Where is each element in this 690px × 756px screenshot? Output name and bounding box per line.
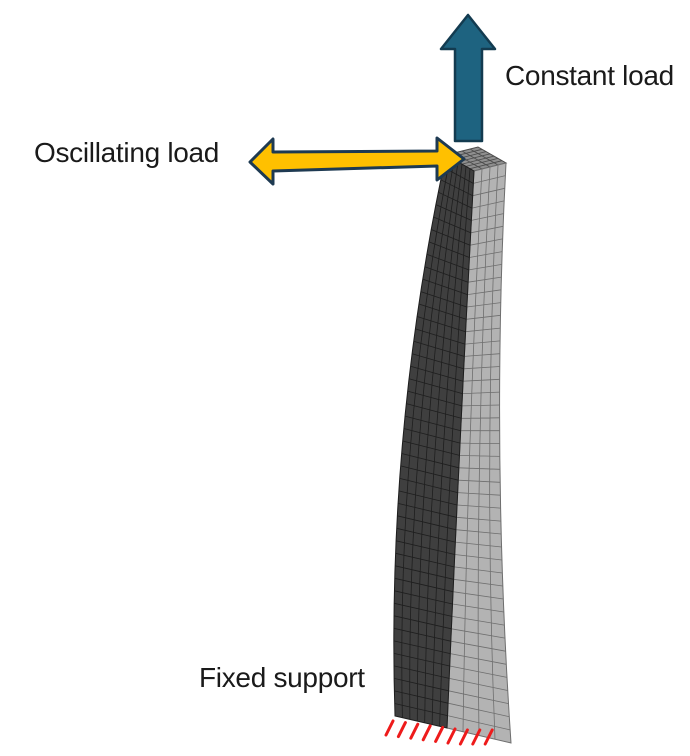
constant-load-label: Constant load	[505, 60, 674, 91]
constant-load-up-arrow-icon	[439, 13, 497, 143]
meshed-column	[393, 146, 512, 744]
oscillating-load-label: Oscillating load	[34, 137, 220, 168]
fixed-support-label: Fixed support	[199, 662, 365, 693]
oscillating-load-double-arrow-icon	[248, 136, 466, 186]
column-front-face	[393, 154, 475, 729]
fixed-support-hatching	[384, 719, 494, 746]
hatch-slash-marks	[384, 719, 494, 746]
